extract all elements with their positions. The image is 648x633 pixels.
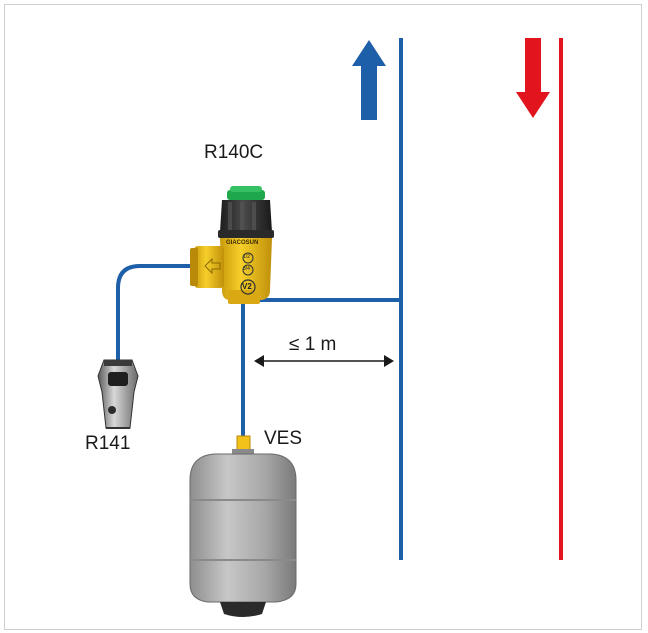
vessel-label: VES — [264, 428, 303, 449]
arrow-up-icon — [352, 40, 386, 120]
valve-port-marking-2: 3/4 — [243, 266, 250, 272]
branch-pipe — [241, 298, 401, 440]
funnel-label: R141 — [85, 433, 131, 454]
valve-label: R140C — [204, 142, 264, 163]
valve-port-marking-1: 1/2 — [243, 254, 250, 260]
distance-label: ≤ 1 m — [289, 334, 337, 355]
expansion-vessel — [189, 435, 297, 617]
safety-valve-r140c — [190, 186, 274, 304]
diagram-frame — [4, 4, 642, 630]
drain-funnel-r141 — [97, 359, 139, 429]
distance-dimension — [254, 355, 394, 367]
valve-marking-v2: V2 — [242, 282, 252, 291]
arrow-down-icon — [516, 38, 550, 118]
drain-pipe — [116, 264, 196, 360]
valve-brand-label: GIACOSUN — [226, 240, 259, 246]
